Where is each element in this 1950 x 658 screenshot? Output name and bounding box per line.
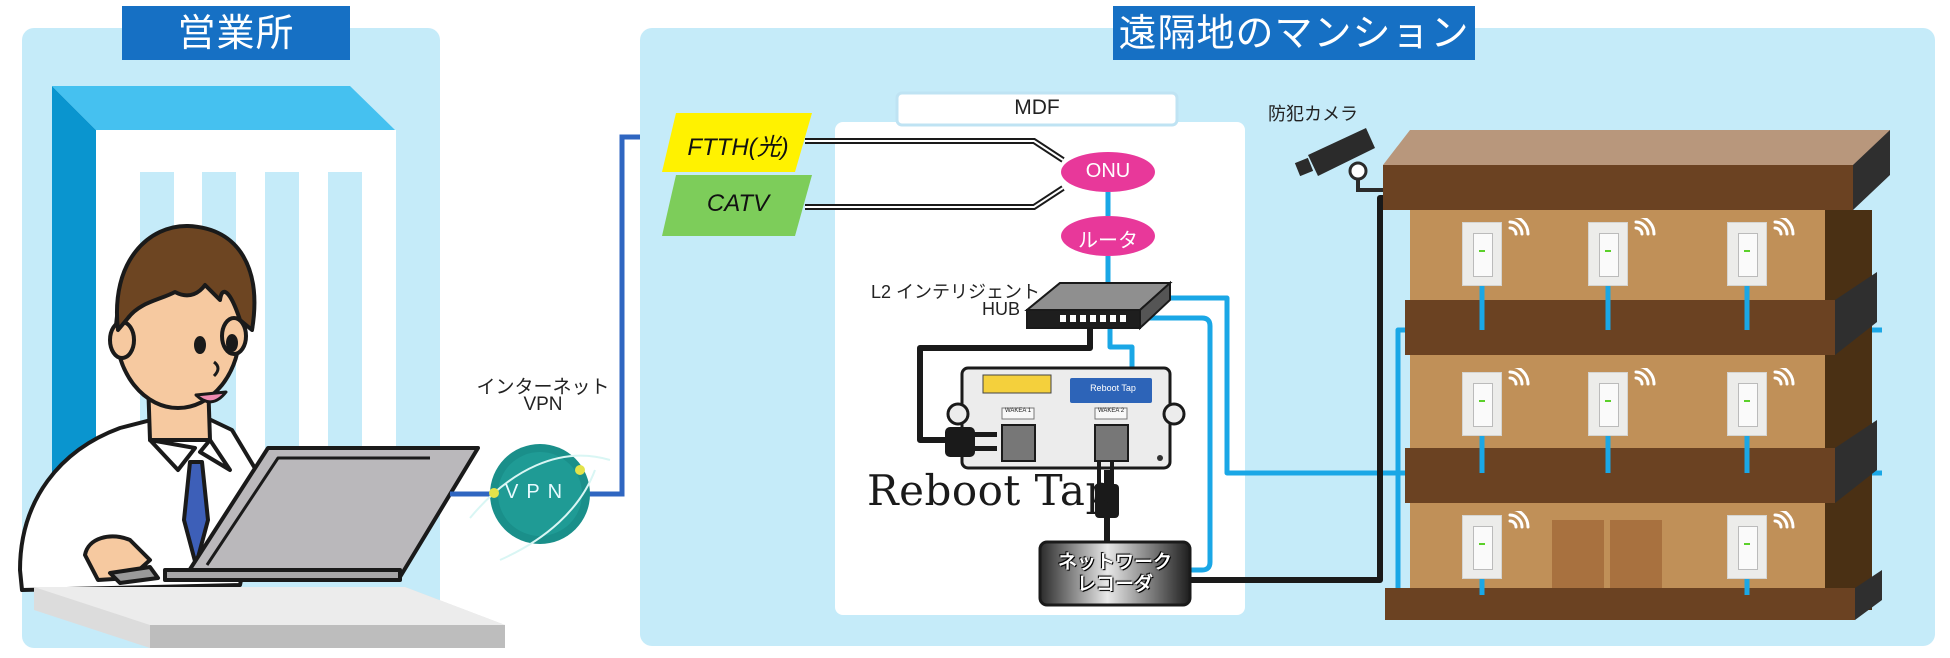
hub-label-line2: HUB bbox=[981, 299, 1020, 319]
power-plug-icon bbox=[945, 427, 997, 457]
hub-label-line1: L2 インテリジェント bbox=[870, 282, 1040, 302]
wifi-signal-icon bbox=[1508, 511, 1530, 529]
outlet-1-label: WAKEA 1 bbox=[1004, 408, 1032, 414]
mdf-title: MDF bbox=[1014, 96, 1060, 119]
reboot-tap-title: Reboot Tap bbox=[867, 466, 1113, 515]
vpn-label: VPN bbox=[523, 394, 563, 415]
laptop-icon bbox=[163, 446, 480, 582]
ftth-shape bbox=[662, 113, 812, 172]
internet-label: インターネット bbox=[476, 377, 610, 398]
recorder-label-line1: ネットワーク bbox=[1057, 551, 1172, 573]
recorder-label-line2: レコーダ bbox=[1076, 573, 1153, 595]
network-recorder-box bbox=[1038, 540, 1192, 607]
wifi-signal-icon bbox=[1773, 511, 1795, 529]
wifi-signal-icon bbox=[1773, 368, 1795, 386]
wifi-signal-icon bbox=[1508, 368, 1530, 386]
wifi-signal-icon bbox=[1508, 218, 1530, 236]
camera-label: 防犯カメラ bbox=[1268, 104, 1358, 124]
device-brand-label: Reboot Tap bbox=[1090, 383, 1136, 393]
wireless-access-point-icon bbox=[1462, 222, 1502, 286]
wireless-access-point-icon bbox=[1727, 222, 1767, 286]
onu-node bbox=[1061, 152, 1155, 192]
office-title: 営業所 bbox=[122, 6, 350, 60]
router-label: ルータ bbox=[1078, 230, 1138, 252]
ftth-label: FTTH(光) bbox=[687, 134, 789, 161]
security-camera-icon bbox=[1294, 128, 1383, 192]
catv-shape bbox=[662, 175, 812, 236]
wifi-signal-icon bbox=[1634, 368, 1656, 386]
remote-title: 遠隔地のマンション bbox=[1113, 6, 1475, 60]
wifi-signal-icon bbox=[1634, 218, 1656, 236]
wireless-access-point-icon bbox=[1588, 222, 1628, 286]
reboot-tap-device bbox=[946, 366, 1186, 470]
wireless-access-point-icon bbox=[1727, 515, 1767, 579]
vpn-globe-icon bbox=[469, 444, 611, 561]
router-node bbox=[1061, 216, 1155, 256]
onu-label: ONU bbox=[1085, 160, 1131, 182]
power-plug-icon-2 bbox=[1095, 462, 1119, 518]
vpn-badge-text: VPN bbox=[505, 481, 571, 503]
office-worker-icon bbox=[18, 223, 264, 592]
desk-icon bbox=[34, 587, 505, 648]
catv-label: CATV bbox=[706, 190, 770, 217]
mdf-label-box bbox=[895, 91, 1179, 127]
wireless-access-point-icon bbox=[1727, 372, 1767, 436]
wireless-access-point-icon bbox=[1588, 372, 1628, 436]
outlet-2-label: WAKEA 2 bbox=[1097, 408, 1125, 414]
wireless-access-point-icon bbox=[1462, 372, 1502, 436]
wifi-signal-icon bbox=[1773, 218, 1795, 236]
wireless-access-point-icon bbox=[1462, 515, 1502, 579]
